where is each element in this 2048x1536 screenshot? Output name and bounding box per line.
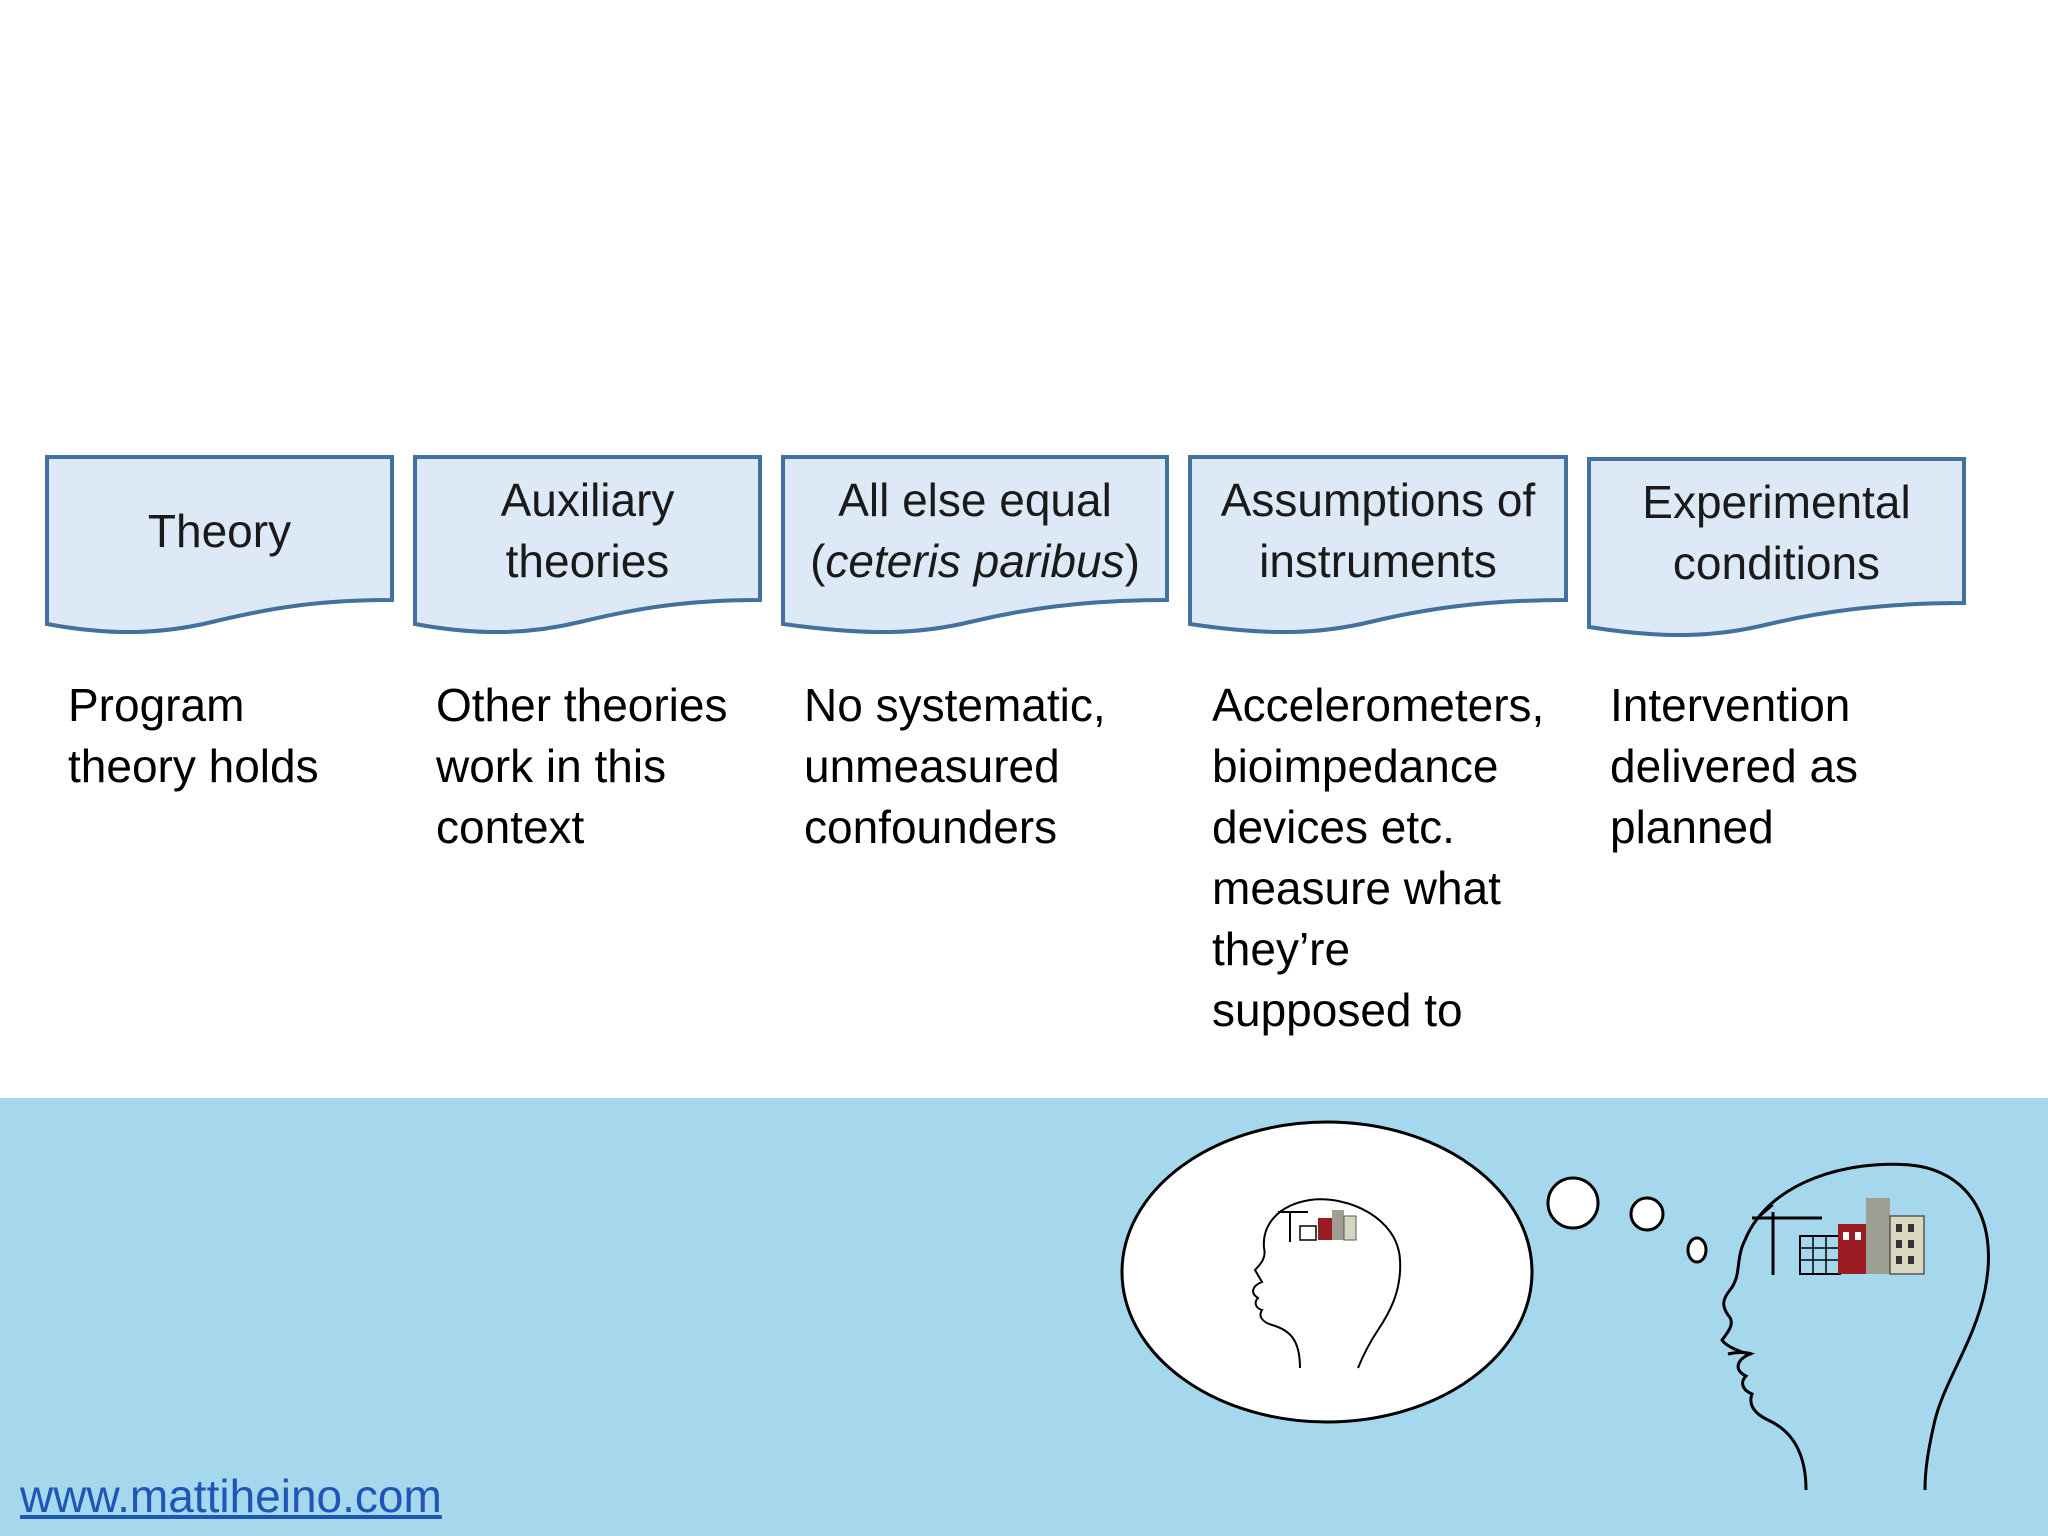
- heading-all-else-equal: All else equal (ceteris paribus): [783, 468, 1167, 594]
- small-head-icon: [1252, 1198, 1402, 1369]
- heading-experimental-conditions: Experimental conditions: [1642, 476, 1911, 589]
- paren-close: ): [1124, 535, 1140, 587]
- conditions-box: [1587, 457, 1966, 638]
- footer-band: [0, 1098, 2048, 1536]
- person-head-icon: [1720, 1162, 1990, 1491]
- heading-all-else-equal-line1: All else equal: [838, 474, 1112, 526]
- body-all-else-equal: No systematic, unmeasured confounders: [804, 679, 1106, 853]
- ceteris-box: [781, 455, 1169, 635]
- body-assumptions-of-instruments: Accelerometers, bioimpedance devices etc…: [1212, 679, 1545, 1036]
- body-theory: Program theory holds: [68, 679, 319, 792]
- auxiliary-box: [413, 455, 762, 635]
- city-construction-icon-large: [1752, 1198, 1925, 1275]
- heading-auxiliary-theories: Auxiliary theories: [500, 474, 675, 587]
- thought-bubble-icon: [1120, 1120, 1708, 1424]
- heading-ceteris-paribus-line: (ceteris paribus): [810, 531, 1140, 592]
- body-experimental-conditions: Intervention delivered as planned: [1610, 679, 1859, 853]
- instruments-box: [1188, 455, 1568, 635]
- ceteris-paribus-italic: ceteris paribus: [825, 535, 1125, 587]
- body-auxiliary-theories: Other theories work in this context: [436, 679, 728, 853]
- city-construction-icon: [1278, 1210, 1357, 1242]
- heading-assumptions-of-instruments: Assumptions of instruments: [1220, 474, 1536, 587]
- theory-box: [45, 455, 394, 635]
- heading-theory: Theory: [147, 504, 292, 557]
- paren-open: (: [810, 535, 826, 587]
- website-link[interactable]: www.mattiheino.com: [20, 1470, 442, 1522]
